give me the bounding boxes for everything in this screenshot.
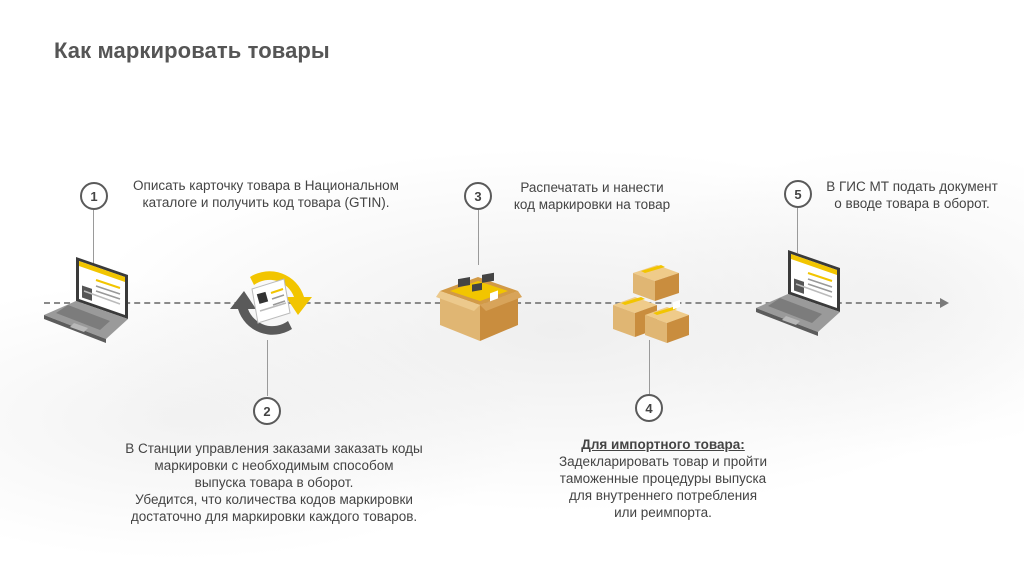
- step-5-line: о вводе товара в оборот.: [834, 196, 990, 211]
- step-2-line: выпуска товара в оборот.: [194, 475, 354, 490]
- step-number-3: 3: [464, 182, 492, 210]
- step-number-2: 2: [253, 397, 281, 425]
- step-2-text: В Станции управления заказами заказать к…: [104, 440, 444, 525]
- step-4-line: для внутреннего потребления: [568, 488, 758, 503]
- step-number-1: 1: [80, 182, 108, 210]
- stacked-boxes-icon: [613, 265, 689, 343]
- step-1-line: Описать карточку товара в Национальном: [133, 178, 399, 193]
- step-1-line: каталоге и получить код товара (GTIN).: [142, 195, 390, 210]
- step-number-5: 5: [784, 180, 812, 208]
- step-3-line: код маркировки на товар: [513, 197, 671, 212]
- step-3-line: Распечатать и нанести: [520, 180, 664, 195]
- step-3-text: Распечатать и нанести код маркировки на …: [492, 179, 692, 213]
- connector-3: [478, 210, 479, 265]
- connector-5: [797, 208, 798, 253]
- step-2-line: достаточно для маркировки каждого товаро…: [130, 509, 418, 524]
- timeline-arrowhead: [940, 298, 949, 308]
- step-1-text: Описать карточку товара в Национальном к…: [108, 177, 424, 211]
- open-box-icon: [436, 272, 522, 341]
- step-4-line: таможенные процедуры выпуска: [559, 471, 767, 486]
- cycle-arrows-icon: [230, 271, 312, 335]
- step-4-text: Для импортного товара: Задекларировать т…: [536, 436, 790, 521]
- step-2-line: Убедится, что количества кодов маркировк…: [135, 492, 413, 507]
- step-5-line: В ГИС МТ подать документ: [826, 179, 998, 194]
- connector-1: [93, 210, 94, 265]
- step-2-line: маркировки с необходимым способом: [154, 458, 394, 473]
- connector-4: [649, 340, 650, 394]
- step-4-line: Задекларировать товар и пройти: [559, 454, 767, 469]
- step-number-4: 4: [635, 394, 663, 422]
- step-5-text: В ГИС МТ подать документ о вводе товара …: [812, 178, 1012, 212]
- page-title: Как маркировать товары: [54, 38, 330, 63]
- step-4-heading: Для импортного товара:: [581, 437, 745, 452]
- step-2-line: В Станции управления заказами заказать к…: [125, 441, 423, 456]
- step-4-line: или реимпорта.: [614, 505, 712, 520]
- laptop-icon: [756, 250, 840, 336]
- laptop-icon: [44, 257, 128, 343]
- connector-2: [267, 340, 268, 396]
